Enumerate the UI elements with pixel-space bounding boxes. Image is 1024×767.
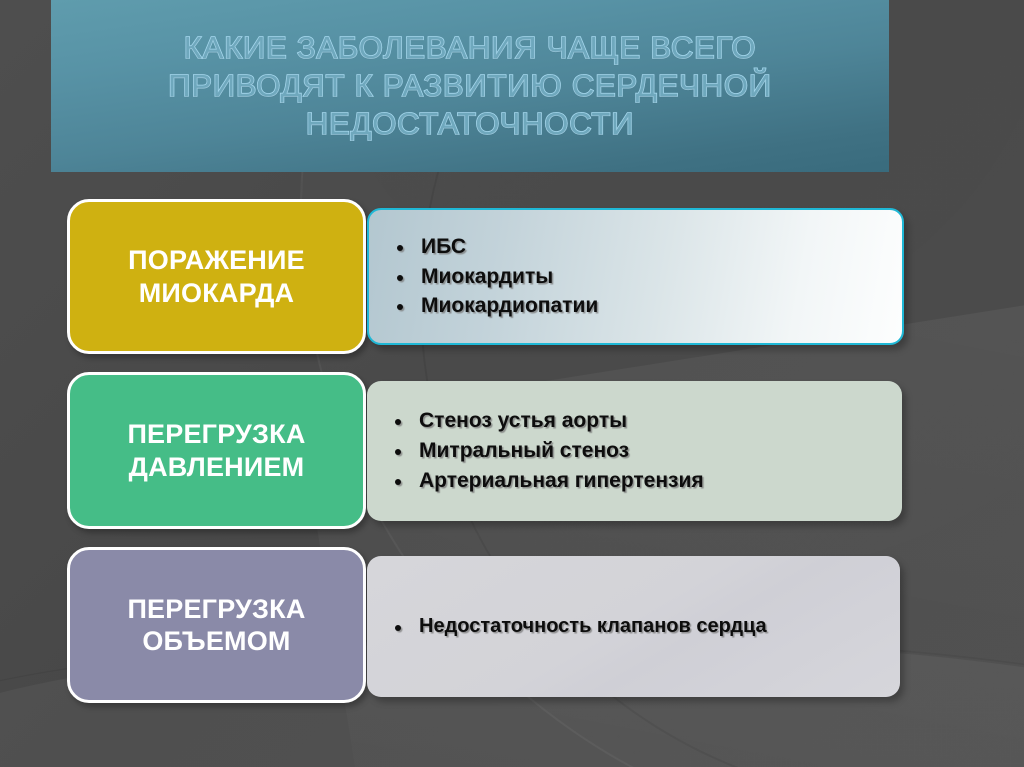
slide-title-banner: Какие заболевания чаще всего приводят к … <box>51 0 889 172</box>
detail-panel-pressure-overload: Стеноз устья аорты Митральный стеноз Арт… <box>367 381 902 521</box>
content-row-2: ПЕРЕГРУЗКА ДАВЛЕНИЕМ Стеноз устья аорты … <box>0 372 1024 529</box>
list-item-label: Миокардиопатии <box>421 294 599 318</box>
bullet-dot-icon <box>397 304 403 311</box>
bullet-list: ИБС Миокардиты Миокардиопатии <box>395 232 880 321</box>
list-item-label: Митральный стеноз <box>419 439 630 463</box>
bullet-dot-icon <box>395 449 401 456</box>
bullet-dot-icon <box>395 478 401 485</box>
list-item: Миокардиопатии <box>395 291 880 321</box>
list-item: Недостаточность клапанов сердца <box>393 613 849 641</box>
list-item: Стеноз устья аорты <box>393 406 880 436</box>
list-item-label: Стеноз устья аорты <box>419 409 628 433</box>
bullet-dot-icon <box>397 274 403 281</box>
list-item: Артериальная гипертензия <box>393 466 880 496</box>
category-label-pressure-overload[interactable]: ПЕРЕГРУЗКА ДАВЛЕНИЕМ <box>67 372 366 529</box>
category-label-text: ПЕРЕГРУЗКА ДАВЛЕНИЕМ <box>127 419 306 482</box>
bullet-list: Стеноз устья аорты Митральный стеноз Арт… <box>393 406 880 495</box>
bullet-dot-icon <box>397 244 403 251</box>
content-row-1: ПОРАЖЕНИЕ МИОКАРДА ИБС Миокардиты Миокар… <box>0 199 1024 354</box>
list-item-label: ИБС <box>421 234 467 258</box>
content-row-3: ПЕРЕГРУЗКА ОБЪЕМОМ Недостаточность клапа… <box>0 547 1024 703</box>
list-item: Миокардиты <box>395 262 880 292</box>
list-item: ИБС <box>395 232 880 262</box>
list-item-label: Миокардиты <box>421 264 554 288</box>
detail-panel-volume-overload: Недостаточность клапанов сердца <box>367 556 900 697</box>
list-item: Митральный стеноз <box>393 436 880 466</box>
category-label-text: ПОРАЖЕНИЕ МИОКАРДА <box>128 245 305 308</box>
bullet-dot-icon <box>395 419 401 426</box>
bullet-list: Недостаточность клапанов сердца <box>393 613 878 641</box>
list-item-label: Недостаточность клапанов сердца <box>419 614 767 637</box>
category-label-myocardial-damage[interactable]: ПОРАЖЕНИЕ МИОКАРДА <box>67 199 366 354</box>
list-item-label: Артериальная гипертензия <box>419 468 704 492</box>
category-label-volume-overload[interactable]: ПЕРЕГРУЗКА ОБЪЕМОМ <box>67 547 366 703</box>
bullet-dot-icon <box>395 625 401 632</box>
slide-title: Какие заболевания чаще всего приводят к … <box>167 29 772 141</box>
detail-panel-myocardial-damage: ИБС Миокардиты Миокардиопатии <box>367 208 904 345</box>
category-label-text: ПЕРЕГРУЗКА ОБЪЕМОМ <box>127 593 306 656</box>
